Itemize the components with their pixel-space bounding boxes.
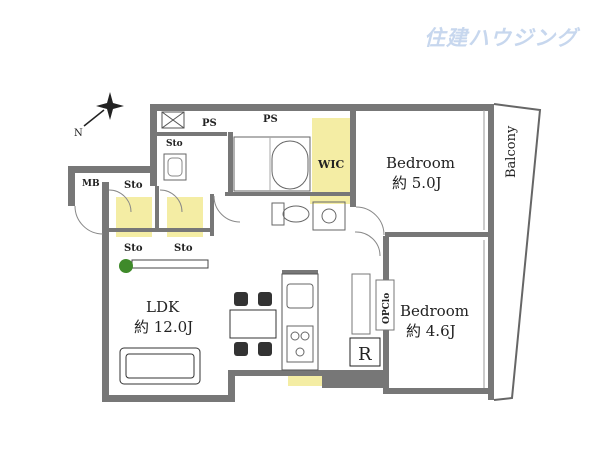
sofa [119,347,201,385]
opclo-box [375,279,395,331]
bedroom2-size: 約 4.6J [406,322,456,340]
bedroom2-name: Bedroom [400,302,469,320]
balcony-label: Balcony [504,125,519,178]
compass-north-label: N [74,128,83,139]
entry-shelf [131,259,209,269]
walls [68,104,494,402]
ldk-size: 約 12.0J [134,318,193,336]
ps-label-right: PS [263,114,278,125]
ps-box [161,111,185,129]
sto-entry-label: Sto [124,180,143,191]
sto-bath-label: Sto [166,139,183,149]
bedroom1-name: Bedroom [386,154,455,172]
door-swings [74,189,385,257]
toilet [271,202,310,226]
fridge-label: R [358,344,372,365]
fridge-box [349,337,381,367]
compass-rose [83,92,124,127]
mb-label: MB [82,179,100,189]
dining-set [229,292,277,356]
bedroom1-size: 約 5.0J [392,174,442,192]
sto-bottom-right-label: Sto [174,243,193,254]
sto-bottom-left-label: Sto [124,243,143,254]
plant-icon [119,259,133,273]
opclo-label: OPClo [382,293,392,324]
ps-label-left: PS [202,118,217,129]
wic-label: WIC [317,158,344,171]
balcony-outline [493,103,542,401]
brand-logo: 住建ハウジング [424,26,578,50]
kitchen-counter [281,273,319,371]
counter-storage [351,273,371,335]
washing-machine [312,201,346,231]
ldk-name: LDK [146,298,180,316]
washbasin [163,153,187,181]
bathtub [233,136,311,192]
